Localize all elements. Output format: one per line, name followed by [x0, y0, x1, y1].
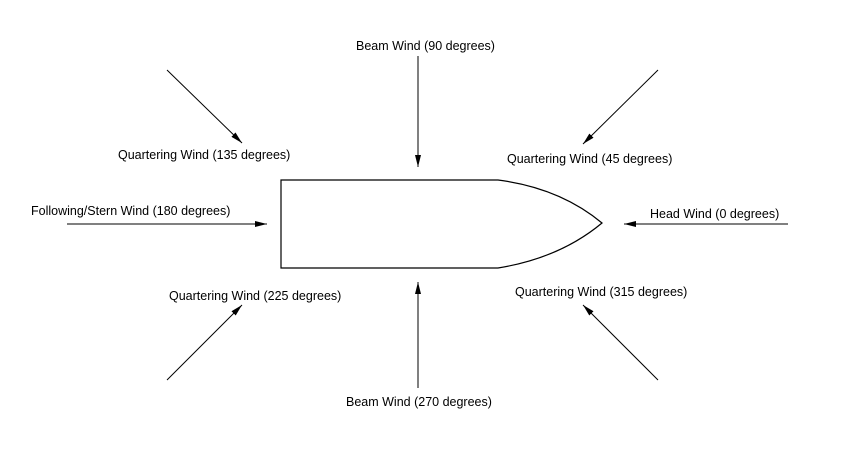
label-quartering-wind-225: Quartering Wind (225 degrees)	[169, 289, 342, 303]
arrow-quartering-315	[582, 304, 659, 381]
label-quartering-wind-45: Quartering Wind (45 degrees)	[507, 152, 673, 166]
label-following-stern-wind-180: Following/Stern Wind (180 degrees)	[31, 204, 231, 218]
label-beam-wind-270: Beam Wind (270 degrees)	[346, 395, 492, 409]
arrow-quartering-135	[166, 69, 243, 144]
label-quartering-wind-315: Quartering Wind (315 degrees)	[515, 285, 688, 299]
label-beam-wind-90: Beam Wind (90 degrees)	[356, 39, 495, 53]
arrow-quartering-45	[582, 69, 659, 145]
ship-hull	[280, 179, 603, 269]
arrow-quartering-225	[166, 304, 243, 381]
label-head-wind-0: Head Wind (0 degrees)	[650, 207, 780, 221]
label-quartering-wind-135: Quartering Wind (135 degrees)	[118, 148, 291, 162]
